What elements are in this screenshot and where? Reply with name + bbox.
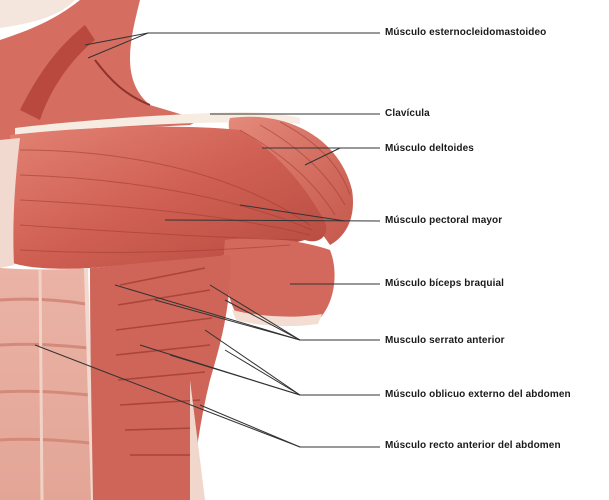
label-clavicle: Clavícula — [385, 108, 430, 119]
pectoralis-major-shape — [10, 126, 327, 269]
sternocleidomastoid-shape — [20, 25, 95, 120]
leader-lines — [34, 32, 381, 448]
label-serratus-anterior: Musculo serrato anterior — [385, 335, 505, 346]
clavicle-shape — [15, 112, 300, 135]
neck-muscles — [0, 0, 200, 145]
label-deltoid: Músculo deltoides — [385, 143, 474, 154]
label-sternocleidomastoid: Músculo esternocleidomastoideo — [385, 27, 547, 38]
label-rectus-abdominis: Músculo recto anterior del abdomen — [385, 440, 561, 451]
jaw-skin — [0, 0, 75, 28]
sternum-shape — [0, 138, 20, 268]
label-biceps-brachii: Músculo bíceps braquial — [385, 278, 504, 289]
biceps-shape — [223, 238, 335, 320]
serratus-oblique-shape — [90, 255, 231, 500]
label-external-oblique: Músculo oblicuo externo del abdomen — [385, 389, 571, 400]
label-pectoralis-major: Músculo pectoral mayor — [385, 215, 503, 226]
